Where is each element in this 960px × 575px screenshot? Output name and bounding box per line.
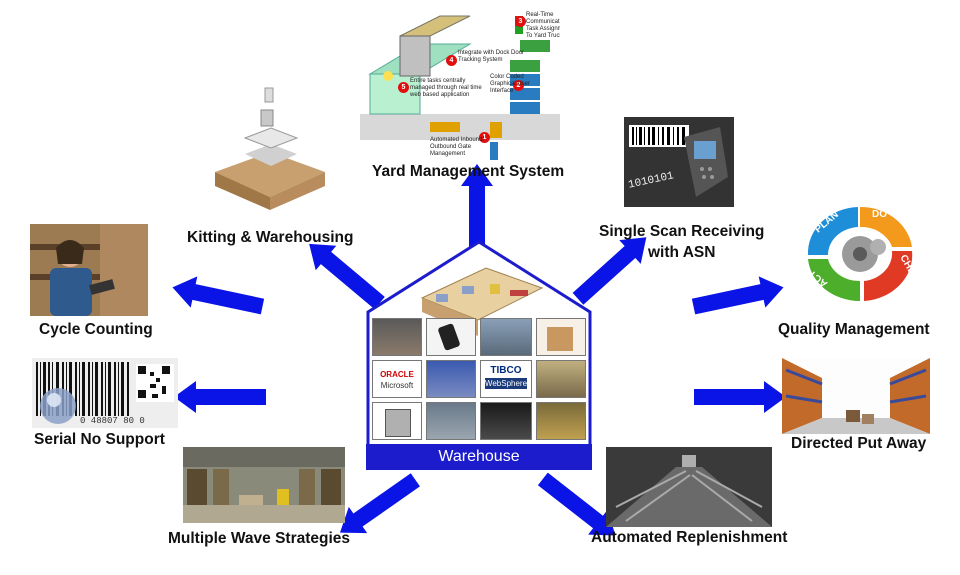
arrow-cycle — [169, 271, 266, 323]
label-multiple-wave-strategies: Multiple Wave Strategies — [168, 530, 351, 547]
arrow-serial — [174, 381, 266, 413]
yard-badge: 2 — [513, 80, 524, 91]
label-kitting: Kitting & Warehousing — [187, 229, 354, 246]
microsoft-logo-text: Microsoft — [380, 381, 414, 390]
tile-conveyor — [479, 318, 533, 356]
tibco-logo-text: TIBCO — [490, 365, 522, 376]
pdca-do: DO — [872, 209, 887, 220]
yard-note: Integrate with Dock Door Tracking System — [458, 50, 525, 63]
tile-aisle — [425, 402, 476, 440]
warehouse-house: ORACLE Microsoft TIBCO WebSphere Warehou… — [366, 240, 592, 470]
label-single-scan-line2: with ASN — [647, 244, 716, 261]
yard-badge: 5 — [398, 82, 409, 93]
wave-image — [183, 447, 345, 523]
tile-forklift — [536, 402, 586, 440]
tile-handheld — [425, 318, 476, 356]
tile-tibco: TIBCO WebSphere — [479, 360, 533, 398]
replenishment-image — [606, 447, 772, 527]
yard-note: Real-Time Communication/ Task Assignment… — [526, 12, 560, 39]
label-automated-replenishment: Automated Replenishment — [591, 529, 788, 546]
label-quality-management: Quality Management — [778, 321, 930, 338]
label-directed-put-away: Directed Put Away — [791, 435, 927, 452]
tile-blue-storage — [425, 360, 476, 398]
warehouse-tile-grid: ORACLE Microsoft TIBCO WebSphere — [372, 318, 586, 440]
kitting-image — [205, 82, 335, 212]
label-yard-management: Yard Management System — [372, 163, 565, 180]
tile-boxes — [536, 318, 586, 356]
tile-oracle-microsoft: ORACLE Microsoft — [372, 360, 422, 398]
warehouse-banner: Warehouse — [366, 444, 592, 470]
barcode-digits: 0 48807 80 0 — [80, 416, 145, 426]
yard-management-image: 1 2 3 4 5 Automated Inbound/ Outbound Ga… — [360, 4, 560, 162]
house-outline — [366, 240, 592, 470]
label-cycle-counting: Cycle Counting — [39, 321, 153, 338]
yard-badge: 1 — [479, 132, 490, 143]
yard-note: Color Coded Graphical User Interface — [490, 74, 531, 94]
tile-racks — [372, 318, 422, 356]
barcode-image: 0 48807 80 0 — [32, 358, 178, 428]
label-single-scan: Single Scan Receiving with ASN — [599, 221, 764, 263]
arrow-putaway — [694, 381, 786, 413]
label-serial-no-support: Serial No Support — [34, 431, 165, 448]
scanner-image: 1010101 — [624, 117, 734, 207]
put-away-image — [782, 358, 930, 434]
yard-note: Automated Inbound/ Outbound Gate Managem… — [430, 137, 485, 157]
tile-printer — [372, 402, 422, 440]
pdca-image: PLAN DO CHECK ACT — [788, 195, 933, 310]
yard-badge: 3 — [515, 16, 526, 27]
cycle-counting-image — [30, 224, 148, 316]
label-single-scan-line1: Single Scan Receiving — [599, 223, 765, 240]
yard-badge: 4 — [446, 55, 457, 66]
yard-note: Entire tasks centrally managed through r… — [410, 78, 482, 98]
arrow-quality — [690, 271, 787, 323]
tile-rack-pallets — [536, 360, 586, 398]
oracle-logo-text: ORACLE — [380, 370, 414, 379]
tile-server — [479, 402, 533, 440]
websphere-logo-text: WebSphere — [484, 378, 528, 389]
